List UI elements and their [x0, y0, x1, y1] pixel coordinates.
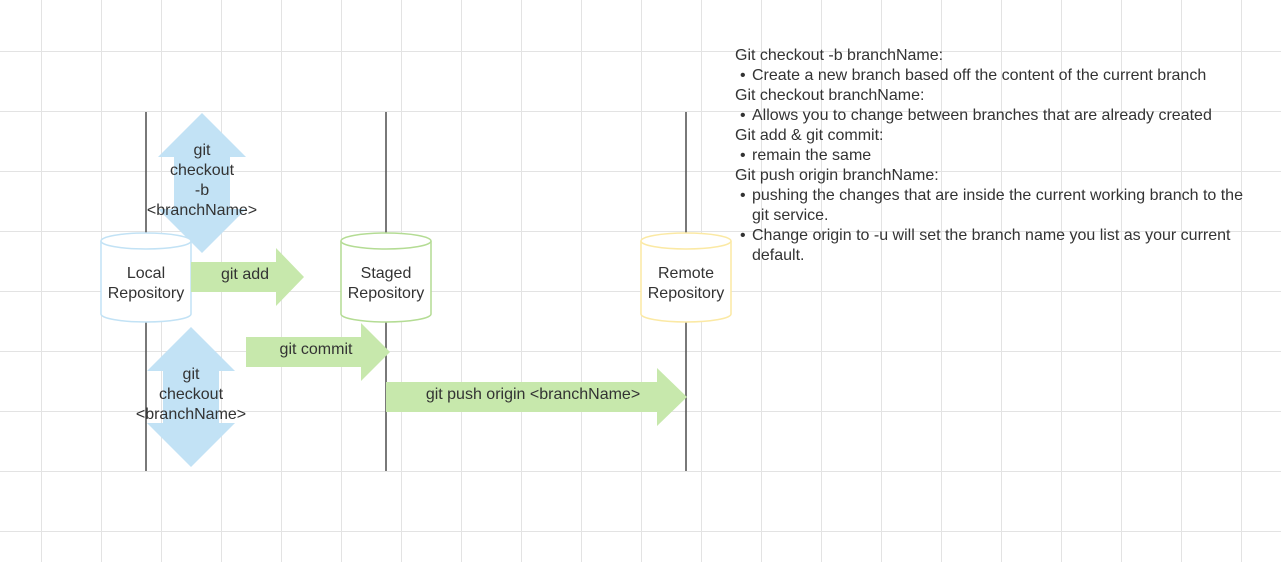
note-heading-checkout: Git checkout branchName: — [735, 87, 925, 104]
checkout-b-label: git checkout -b <branchName> — [132, 141, 272, 221]
note-heading-add-commit: Git add & git commit: — [735, 127, 884, 144]
remote-repository-label-line2: Repository — [647, 285, 725, 302]
note-bullet: Change origin to -u will set the branch … — [735, 226, 1255, 266]
staged-repository-label: Staged Repository — [336, 264, 436, 304]
checkout-b-label-line3: -b — [194, 182, 210, 199]
checkout-b-double-arrow — [158, 113, 246, 253]
remote-repository-cylinder — [640, 232, 732, 323]
local-repository-label-line2: Repository — [107, 285, 185, 302]
note-list-checkout-b: Create a new branch based off the conten… — [735, 66, 1255, 86]
notes-panel: Git checkout -b branchName: Create a new… — [735, 46, 1255, 266]
git-push-arrow — [386, 368, 687, 426]
git-add-arrow — [191, 248, 304, 306]
git-push-label: git push origin <branchName> — [425, 386, 641, 403]
checkout-label: git checkout <branchName> — [121, 365, 261, 425]
remote-repository-label: Remote Repository — [636, 264, 736, 304]
note-bullet: pushing the changes that are inside the … — [735, 186, 1255, 226]
note-list-checkout: Allows you to change between branches th… — [735, 106, 1255, 126]
checkout-b-label-line1: git — [193, 142, 211, 159]
note-list-push: pushing the changes that are inside the … — [735, 186, 1255, 266]
local-repository-label-line1: Local — [126, 265, 166, 282]
local-repository-label: Local Repository — [96, 264, 196, 304]
staged-repository-label-line2: Repository — [347, 285, 425, 302]
git-commit-arrow — [246, 323, 390, 381]
checkout-label-line1: git — [182, 366, 200, 383]
checkout-label-line2: checkout — [158, 386, 224, 403]
note-list-add-commit: remain the same — [735, 146, 1255, 166]
remote-repository-label-line1: Remote — [657, 265, 715, 282]
note-bullet: remain the same — [735, 146, 1255, 166]
checkout-b-label-line4: <branchName> — [146, 202, 258, 219]
checkout-label-line3: <branchName> — [135, 406, 247, 423]
git-add-label: git add — [220, 266, 270, 283]
local-repository-cylinder — [100, 232, 192, 323]
checkout-double-arrow — [147, 327, 235, 467]
git-commit-label: git commit — [279, 341, 353, 358]
checkout-b-label-line2: checkout — [169, 162, 235, 179]
note-heading-push: Git push origin branchName: — [735, 167, 939, 184]
note-bullet: Create a new branch based off the conten… — [735, 66, 1255, 86]
note-bullet: Allows you to change between branches th… — [735, 106, 1255, 126]
note-heading-checkout-b: Git checkout -b branchName: — [735, 47, 944, 64]
staged-repository-cylinder — [340, 232, 432, 323]
staged-repository-label-line1: Staged — [360, 265, 412, 282]
